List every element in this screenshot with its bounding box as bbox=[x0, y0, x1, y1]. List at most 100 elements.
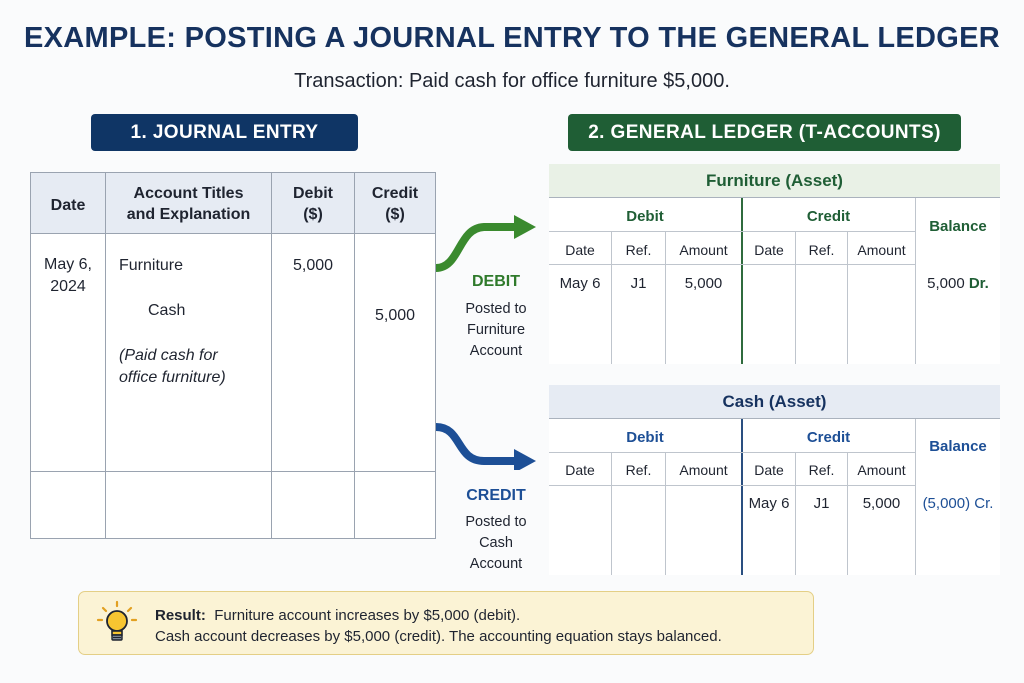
posting-arrows bbox=[435, 215, 536, 470]
result-line-1: Result: Furniture account increases by $… bbox=[155, 607, 520, 624]
furniture-balance-divider bbox=[915, 198, 916, 364]
journal-debit-account: Furniture bbox=[119, 257, 184, 274]
journal-debit-amount: 5,000 bbox=[292, 257, 334, 274]
journal-explanation-line1: (Paid cash for bbox=[119, 347, 218, 364]
journal-header-debit: Debit ($) bbox=[272, 183, 354, 225]
debit-label: DEBIT bbox=[472, 273, 520, 290]
furniture-credit-amount-header: Amount bbox=[857, 242, 906, 258]
journal-header-credit-line2: ($) bbox=[385, 206, 405, 223]
journal-header-debit-line1: Debit bbox=[293, 185, 333, 202]
furniture-t-account: Furniture (Asset) Debit Credit Balance D… bbox=[549, 164, 1000, 364]
cash-subheader-divider bbox=[549, 485, 915, 486]
result-box: Result: Furniture account increases by $… bbox=[78, 591, 814, 655]
journal-row-divider bbox=[31, 471, 435, 472]
journal-entry-heading: 1. JOURNAL ENTRY bbox=[91, 114, 358, 151]
furniture-debit-ref: J1 bbox=[630, 275, 647, 292]
journal-header-credit: Credit ($) bbox=[355, 183, 435, 225]
cash-credit-date-header: Date bbox=[754, 462, 784, 478]
furniture-col-divider bbox=[795, 231, 796, 364]
credit-note-line1: Posted to bbox=[465, 514, 527, 530]
furniture-debit-header: Debit bbox=[626, 208, 664, 225]
cash-credit-ref-header: Ref. bbox=[808, 462, 835, 478]
credit-note-line2: Cash bbox=[479, 535, 513, 551]
furniture-col-divider bbox=[847, 231, 848, 364]
furniture-col-divider bbox=[611, 231, 612, 364]
journal-header-date: Date bbox=[50, 197, 86, 214]
debit-arrow-shaft bbox=[435, 223, 516, 272]
cash-balance-divider bbox=[915, 419, 916, 575]
transaction-subtitle: Transaction: Paid cash for office furnit… bbox=[294, 70, 730, 92]
furniture-credit-header: Credit bbox=[806, 208, 851, 225]
result-line-2: Cash account decreases by $5,000 (credit… bbox=[155, 628, 722, 645]
furniture-debit-amount: 5,000 bbox=[684, 275, 723, 292]
cash-credit-header: Credit bbox=[806, 429, 851, 446]
journal-col-divider bbox=[271, 173, 272, 538]
furniture-account-body: Debit Credit Balance Date Ref. Amount Da… bbox=[549, 197, 1000, 364]
cash-col-divider bbox=[665, 452, 666, 575]
cash-t-account: Cash (Asset) Debit Credit Balance Date R… bbox=[549, 385, 1000, 575]
credit-label: CREDIT bbox=[466, 487, 526, 504]
journal-explanation-line2: office furniture) bbox=[119, 369, 226, 386]
journal-header-credit-line1: Credit bbox=[371, 185, 419, 202]
journal-table: Date Account Titles and Explanation Debi… bbox=[30, 172, 436, 539]
cash-col-divider bbox=[847, 452, 848, 575]
result-text-1: Furniture account increases by $5,000 (d… bbox=[214, 607, 521, 624]
cash-balance-header: Balance bbox=[929, 438, 987, 455]
furniture-balance-header: Balance bbox=[929, 218, 987, 235]
journal-header-debit-line2: ($) bbox=[303, 206, 323, 223]
cash-balance-value: (5,000) bbox=[922, 495, 971, 512]
cash-col-divider bbox=[795, 452, 796, 575]
lightbulb-icon bbox=[96, 600, 138, 641]
furniture-t-divider bbox=[741, 198, 743, 364]
furniture-balance-side: Dr. bbox=[968, 275, 989, 292]
cash-account-title: Cash (Asset) bbox=[549, 385, 1000, 418]
cash-debit-amount-header: Amount bbox=[679, 462, 728, 478]
general-ledger-heading: 2. GENERAL LEDGER (T-ACCOUNTS) bbox=[568, 114, 961, 151]
furniture-debit-date: May 6 bbox=[559, 275, 601, 292]
furniture-subheader-divider bbox=[549, 264, 915, 265]
cash-credit-amount-header: Amount bbox=[857, 462, 906, 478]
credit-posting-note: Posted to Cash Account bbox=[446, 512, 546, 575]
furniture-col-divider bbox=[665, 231, 666, 364]
debit-note-line3: Account bbox=[469, 343, 523, 359]
furniture-balance: 5,000 Dr. bbox=[916, 275, 1000, 292]
cash-debit-header: Debit bbox=[626, 429, 664, 446]
journal-credit-amount: 5,000 bbox=[374, 307, 416, 324]
page-title: EXAMPLE: POSTING A JOURNAL ENTRY TO THE … bbox=[24, 22, 1000, 54]
furniture-header-divider bbox=[549, 231, 915, 232]
journal-col-divider bbox=[105, 173, 106, 538]
debit-note-line1: Posted to bbox=[465, 301, 527, 317]
journal-date-line1: May 6, bbox=[43, 256, 92, 273]
cash-credit-date: May 6 bbox=[748, 495, 790, 512]
cash-balance-side: Cr. bbox=[974, 495, 994, 512]
cash-col-divider bbox=[611, 452, 612, 575]
credit-note-line3: Account bbox=[469, 556, 523, 572]
journal-explanation: (Paid cash for office furniture) bbox=[119, 345, 226, 389]
result-label: Result: bbox=[155, 607, 206, 624]
furniture-account-title: Furniture (Asset) bbox=[549, 164, 1000, 197]
cash-t-divider bbox=[741, 419, 743, 575]
furniture-debit-date-header: Date bbox=[565, 242, 595, 258]
furniture-debit-ref-header: Ref. bbox=[625, 242, 652, 258]
cash-credit-amount: 5,000 bbox=[862, 495, 901, 512]
debit-arrow-head bbox=[514, 215, 536, 239]
credit-arrow-shaft bbox=[435, 423, 516, 465]
journal-entry-date: May 6, 2024 bbox=[31, 254, 105, 298]
furniture-credit-date-header: Date bbox=[754, 242, 784, 258]
cash-debit-ref-header: Ref. bbox=[625, 462, 652, 478]
journal-col-divider bbox=[354, 173, 355, 538]
credit-arrow-head bbox=[514, 449, 536, 470]
cash-account-body: Debit Credit Balance Date Ref. Amount Da… bbox=[549, 418, 1000, 575]
journal-table-header bbox=[31, 173, 435, 234]
cash-balance: (5,000) Cr. bbox=[916, 495, 1000, 512]
furniture-credit-ref-header: Ref. bbox=[808, 242, 835, 258]
furniture-balance-value: 5,000 bbox=[927, 275, 965, 292]
journal-header-titles-line2: and Explanation bbox=[126, 206, 251, 223]
journal-header-titles-line1: Account Titles bbox=[133, 185, 244, 202]
journal-header-titles: Account Titles and Explanation bbox=[106, 183, 271, 225]
journal-credit-account: Cash bbox=[148, 302, 186, 319]
cash-credit-ref: J1 bbox=[813, 495, 830, 512]
journal-date-line2: 2024 bbox=[50, 278, 86, 295]
cash-debit-date-header: Date bbox=[565, 462, 595, 478]
debit-note-line2: Furniture bbox=[466, 322, 526, 338]
